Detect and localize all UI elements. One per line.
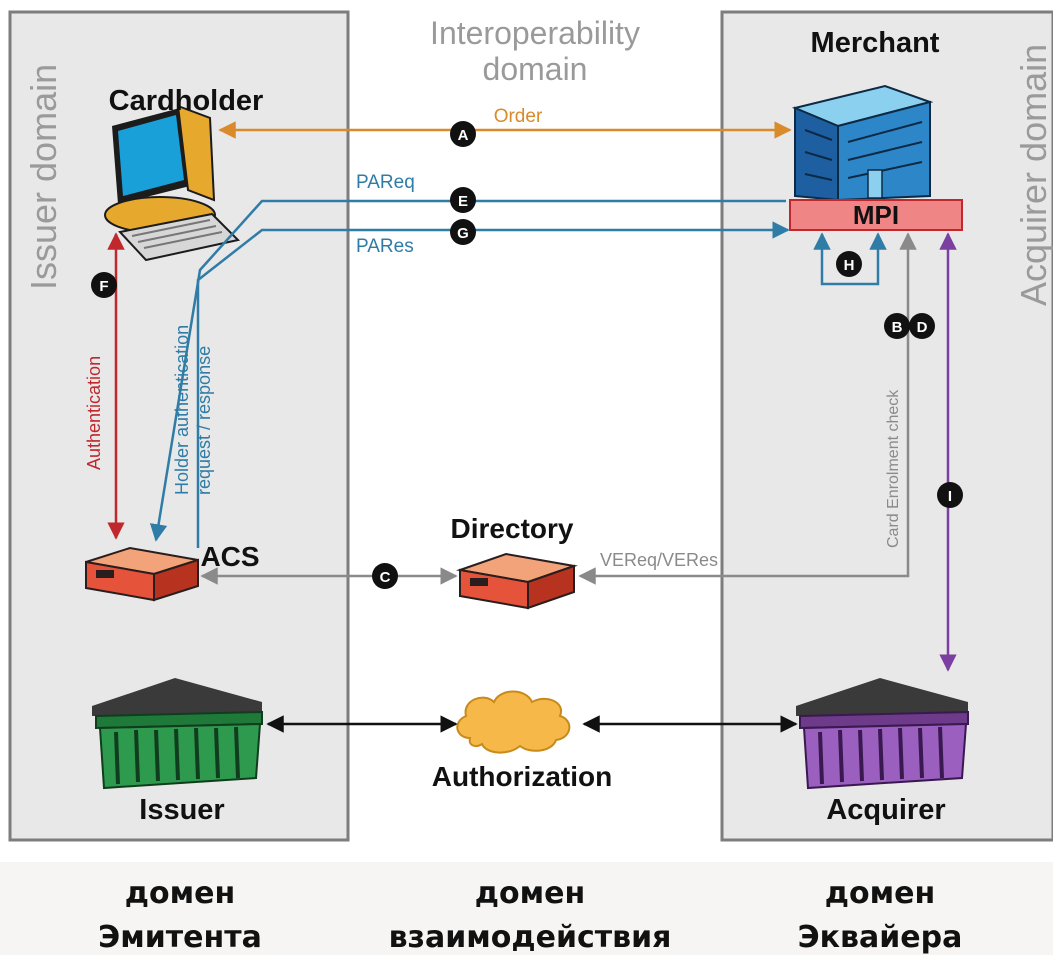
card-enrolment-label: Card Enrolment check [885,389,902,548]
svg-text:D: D [917,319,928,336]
order-label: Order [494,106,543,127]
cardholder-label: Cardholder [109,85,264,117]
issuer-domain-label: Issuer domain [23,64,64,290]
mpi-box [789,199,963,231]
step-badge-f: F [91,272,117,298]
holder-auth-line-2: request / response [194,346,214,495]
authentication-label: Authentication [84,356,104,470]
acquirer-domain-label: Acquirer domain [1013,44,1053,306]
mpi-label: MPI [853,200,899,230]
svg-text:B: B [892,319,903,336]
svg-text:E: E [458,193,468,210]
svg-text:H: H [844,257,855,274]
acs-server-icon [85,546,199,602]
step-badge-a: A [450,121,476,147]
holder-auth-label: Holder authentication request / response [172,320,214,495]
directory-label: Directory [451,513,574,544]
card-enrolment-arrow [578,232,917,585]
step-badge-d: D [909,313,935,339]
authorization-label: Authorization [432,761,612,792]
merchant-building-icon [791,84,934,202]
computer-icon [104,104,241,262]
step-badge-i: I [937,482,963,508]
issuer-label: Issuer [139,794,224,826]
acs-label: ACS [200,541,259,572]
svg-text:G: G [457,225,469,242]
russian-captions: домен Эмитента домен взаимодействия доме… [0,862,1053,955]
step-badge-b: B [884,313,910,339]
step-badge-g: G [450,219,476,245]
issuer-bank-icon [92,678,263,790]
interoperability-domain-line: Interoperability [430,15,640,51]
merchant-label: Merchant [811,27,940,59]
svg-text:C: C [380,569,391,586]
holder-auth-line-1: Holder authentication [172,325,192,495]
pares-arrow [196,221,790,548]
pares-label: PARes [356,236,414,257]
step-badge-e: E [450,187,476,213]
acquirer-bank-icon [796,678,969,790]
svg-text:A: A [458,127,469,144]
pareq-label: PAReq [356,172,415,193]
acquirer-label: Acquirer [826,794,945,826]
directory-server-icon [456,552,578,610]
caption-acquirer-domain: домен Эквайера [797,876,963,955]
svg-text:I: I [948,488,952,505]
caption-issuer-domain: домен Эмитента [98,876,262,955]
cloud-icon [456,690,571,754]
step-badge-c: C [372,563,398,589]
interoperability-domain-line: domain [483,51,588,87]
vereq-label: VEReq/VERes [600,550,718,570]
svg-text:F: F [99,278,108,295]
pareq-arrow [149,199,786,542]
caption-interoperability-domain: домен взаимодействия [388,876,672,955]
step-badge-h: H [836,251,862,277]
